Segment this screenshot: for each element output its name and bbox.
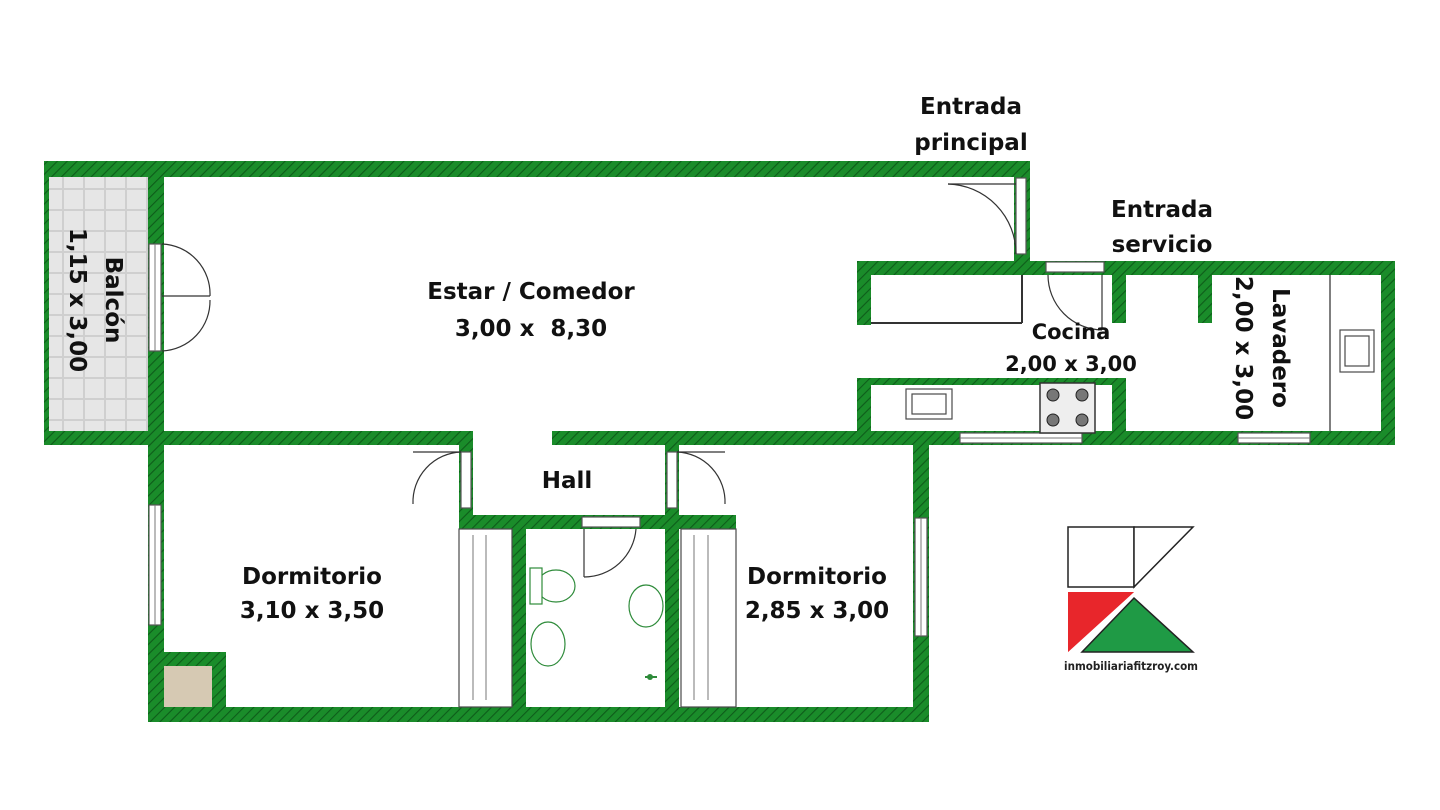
label-dormitorio2-name: Dormitorio xyxy=(747,564,887,590)
doors xyxy=(161,177,1103,578)
label-estar-name: Estar / Comedor xyxy=(427,279,635,305)
label-dormitorio1-name: Dormitorio xyxy=(242,564,382,590)
label-dormitorio1-size: 3,10 x 3,50 xyxy=(240,598,384,624)
shaft xyxy=(164,666,212,707)
label-dormitorio2-size: 2,85 x 3,00 xyxy=(745,598,889,624)
label-entrada-principal-2: principal xyxy=(914,130,1027,156)
label-balcon-name: Balcón xyxy=(100,257,126,344)
label-cocina-name: Cocina xyxy=(1032,320,1111,344)
label-entrada-principal-1: Entrada xyxy=(920,94,1022,120)
label-estar-size: 3,00 x 8,30 xyxy=(455,316,607,342)
windows xyxy=(148,243,1311,637)
brand-logo: inmobiliariafitzroy.com xyxy=(1064,526,1198,673)
logo-text: inmobiliariafitzroy.com xyxy=(1064,659,1198,673)
label-cocina-size: 2,00 x 3,00 xyxy=(1005,352,1137,376)
fixtures xyxy=(458,275,1375,708)
label-lavadero-size: 2,00 x 3,00 xyxy=(1230,276,1256,420)
label-lavadero-name: Lavadero xyxy=(1267,288,1293,408)
label-entrada-servicio-2: servicio xyxy=(1112,232,1213,258)
label-entrada-servicio-1: Entrada xyxy=(1111,197,1213,223)
balcony-floor xyxy=(44,176,150,434)
label-balcon-size: 1,15 x 3,00 xyxy=(64,228,90,372)
label-hall: Hall xyxy=(542,468,593,494)
